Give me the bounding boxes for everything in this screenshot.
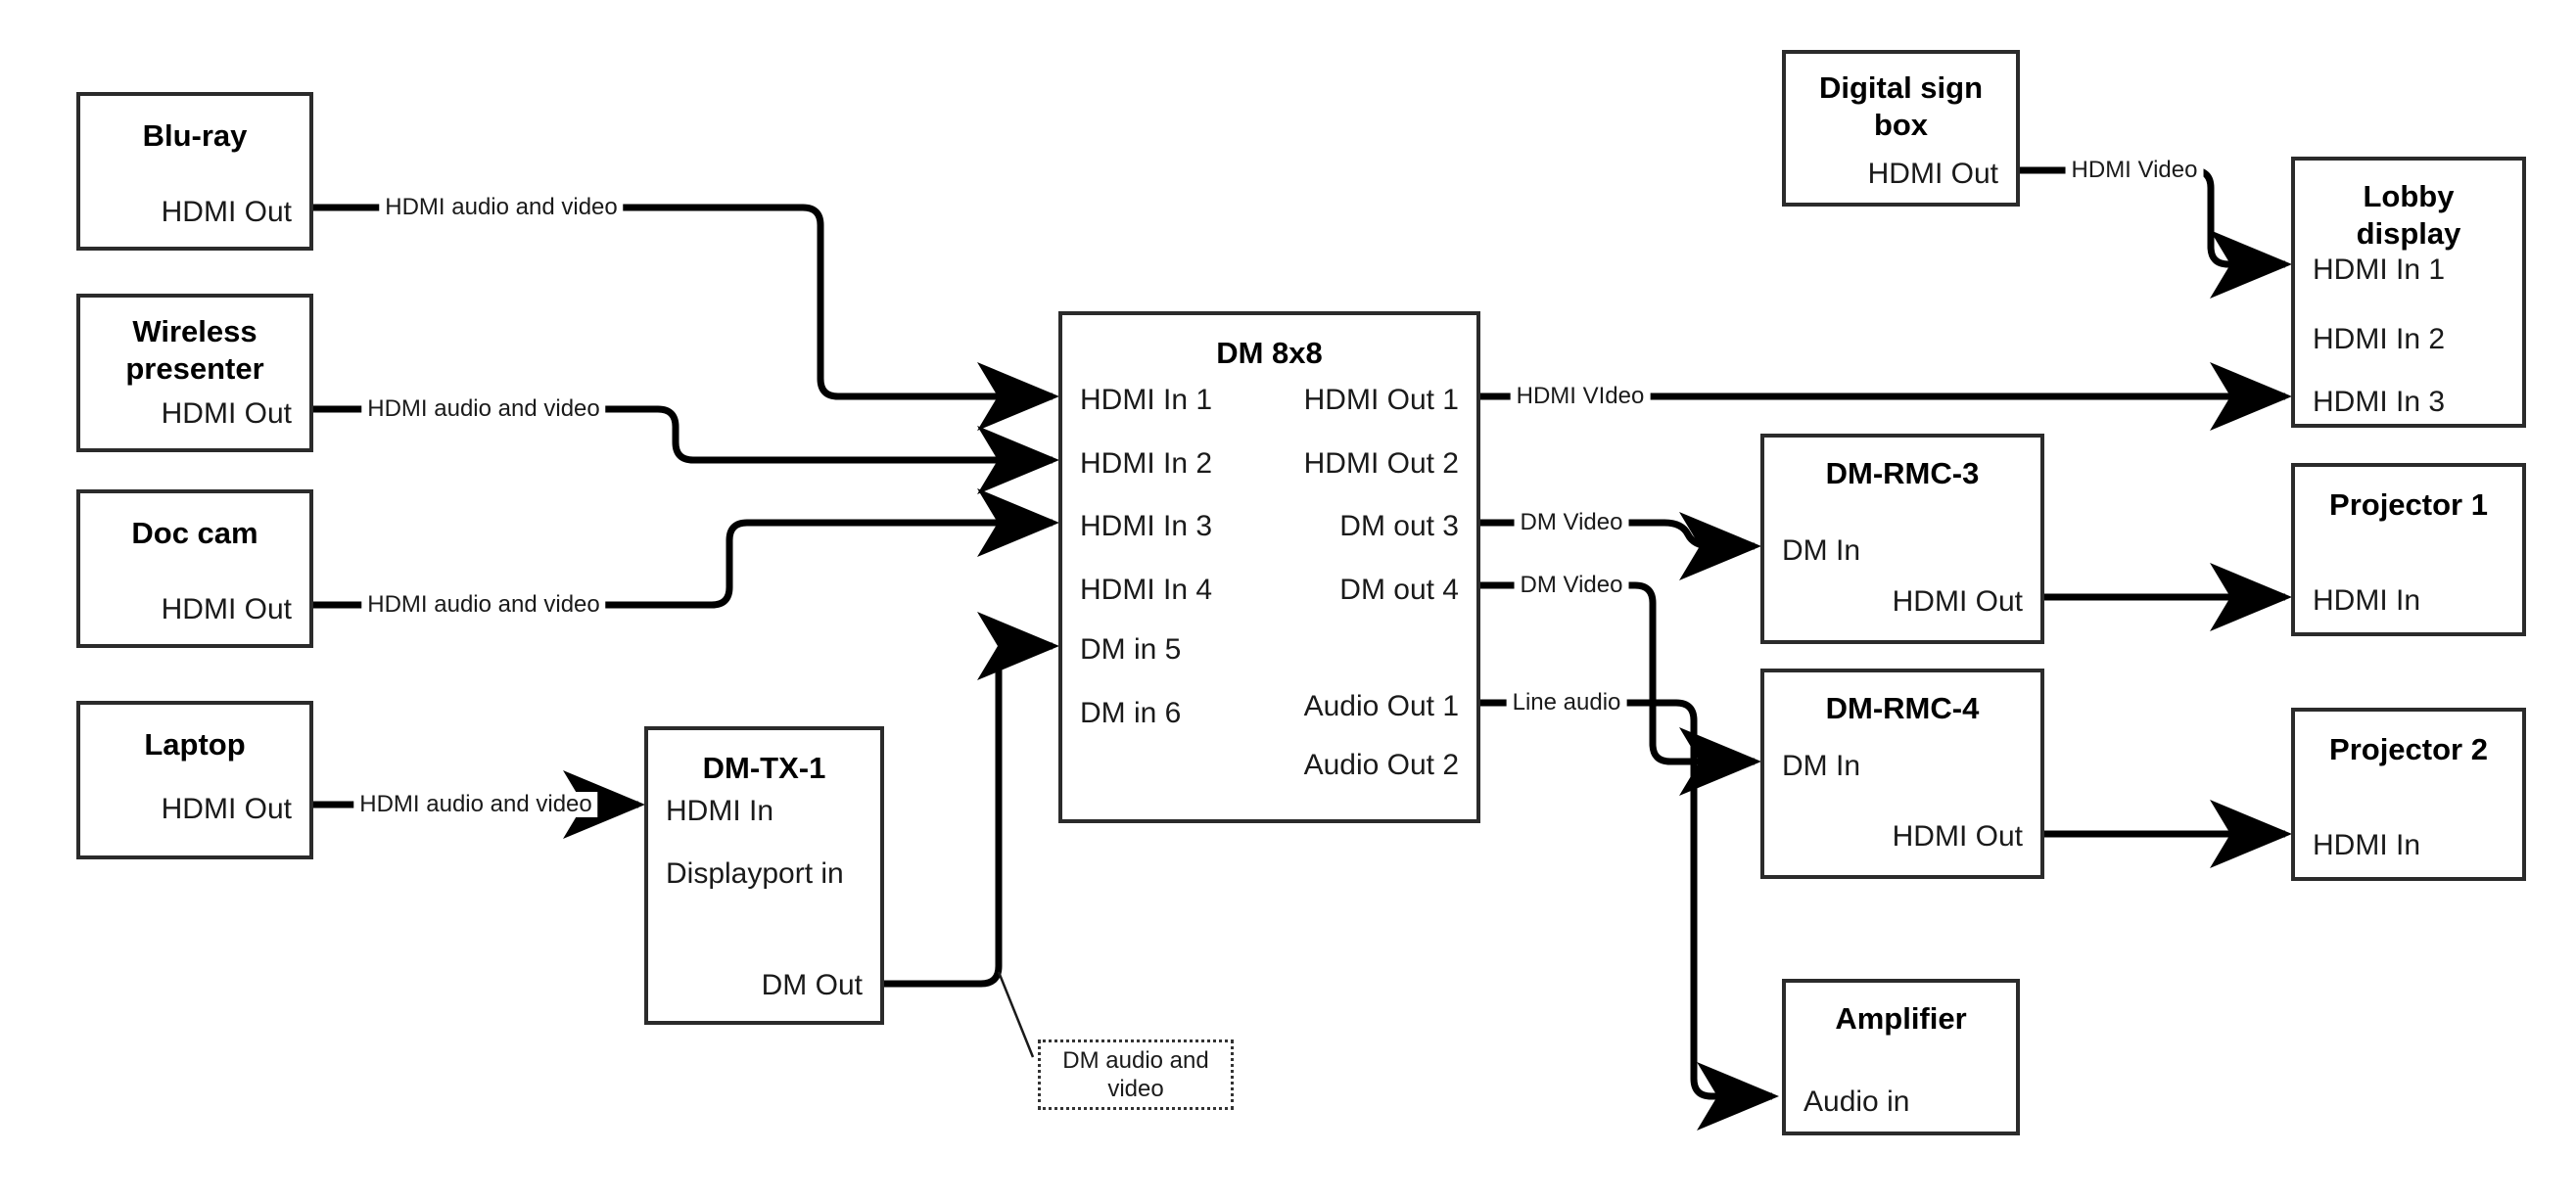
wire-label-bluray-to-dm: HDMI audio and video bbox=[379, 195, 624, 220]
port-dm-8x8-hdmi-in-3[interactable]: HDMI In 3 bbox=[1080, 510, 1213, 542]
node-dm-tx-1[interactable]: DM-TX-1 HDMI In Displayport in DM Out bbox=[644, 726, 884, 1025]
port-projector-1-hdmi-in[interactable]: HDMI In bbox=[2313, 584, 2421, 617]
node-title-dm-rmc-4: DM-RMC-4 bbox=[1825, 691, 1980, 725]
port-digital-sign-box-hdmi-out[interactable]: HDMI Out bbox=[1867, 158, 1998, 190]
port-dm-8x8-dm-out-3[interactable]: DM out 3 bbox=[1339, 510, 1459, 542]
node-projector-2[interactable]: Projector 2 HDMI In bbox=[2291, 708, 2526, 881]
port-wireless-presenter-hdmi-out[interactable]: HDMI Out bbox=[161, 397, 292, 430]
node-dm-rmc-4[interactable]: DM-RMC-4 DM In HDMI Out bbox=[1760, 669, 2044, 879]
wire-label-dm-out-4: DM Video bbox=[1514, 573, 1629, 598]
wire-label-dm-hdmi-out-1: HDMI VIdeo bbox=[1510, 384, 1651, 409]
node-title-projector-1: Projector 1 bbox=[2329, 487, 2488, 522]
wire-dm8x8-audioout1-to-amplifier bbox=[1480, 699, 1779, 1131]
port-dm-8x8-dm-in-5[interactable]: DM in 5 bbox=[1080, 633, 1182, 666]
wire-label-laptop-to-tx: HDMI audio and video bbox=[353, 792, 598, 817]
node-blu-ray[interactable]: Blu-ray HDMI Out bbox=[76, 92, 313, 251]
node-title-digital-sign-box: Digital sign box bbox=[1818, 70, 1984, 142]
node-title-wireless-presenter: Wireless presenter bbox=[125, 314, 264, 386]
port-dm-8x8-hdmi-out-1[interactable]: HDMI Out 1 bbox=[1303, 384, 1459, 416]
port-blu-ray-hdmi-out[interactable]: HDMI Out bbox=[161, 196, 292, 228]
node-dm-rmc-3[interactable]: DM-RMC-3 DM In HDMI Out bbox=[1760, 434, 2044, 644]
node-title-doc-cam: Doc cam bbox=[131, 516, 258, 550]
node-wireless-presenter[interactable]: Wireless presenter HDMI Out bbox=[76, 294, 313, 452]
port-lobby-display-hdmi-in-3[interactable]: HDMI In 3 bbox=[2313, 386, 2446, 418]
port-dm-8x8-hdmi-in-1[interactable]: HDMI In 1 bbox=[1080, 384, 1213, 416]
wire-signbox-to-lobby bbox=[2020, 166, 2292, 299]
wire-bluray-to-dm8x8 bbox=[313, 204, 1059, 431]
wire-dmtx1-to-dm8x8 bbox=[884, 612, 1059, 988]
node-lobby-display[interactable]: Lobby display HDMI In 1 HDMI In 2 HDMI I… bbox=[2291, 157, 2526, 428]
port-dm-8x8-hdmi-in-4[interactable]: HDMI In 4 bbox=[1080, 574, 1213, 606]
node-doc-cam[interactable]: Doc cam HDMI Out bbox=[76, 489, 313, 648]
node-digital-sign-box[interactable]: Digital sign box HDMI Out bbox=[1782, 50, 2020, 207]
port-dm-tx-1-hdmi-in[interactable]: HDMI In bbox=[666, 795, 774, 827]
port-projector-2-hdmi-in[interactable]: HDMI In bbox=[2313, 829, 2421, 861]
annotation-dm-audio-and-video: DM audio and video bbox=[1038, 1039, 1234, 1110]
port-dm-8x8-hdmi-in-2[interactable]: HDMI In 2 bbox=[1080, 447, 1213, 480]
port-lobby-display-hdmi-in-1[interactable]: HDMI In 1 bbox=[2313, 254, 2446, 286]
port-dm-tx-1-displayport-in[interactable]: Displayport in bbox=[666, 857, 844, 890]
node-title-dm-rmc-3: DM-RMC-3 bbox=[1825, 456, 1980, 490]
node-projector-1[interactable]: Projector 1 HDMI In bbox=[2291, 463, 2526, 636]
node-dm-8x8[interactable]: DM 8x8 HDMI In 1 HDMI In 2 HDMI In 3 HDM… bbox=[1058, 311, 1480, 823]
wire-dm8x8-dmout4-to-rmc4 bbox=[1480, 581, 1761, 796]
wire-label-sign-to-lobby: HDMI Video bbox=[2065, 158, 2204, 183]
port-doc-cam-hdmi-out[interactable]: HDMI Out bbox=[161, 593, 292, 625]
port-dm-8x8-dm-in-6[interactable]: DM in 6 bbox=[1080, 697, 1182, 729]
port-lobby-display-hdmi-in-2[interactable]: HDMI In 2 bbox=[2313, 323, 2446, 355]
node-title-laptop: Laptop bbox=[144, 727, 246, 762]
node-amplifier[interactable]: Amplifier Audio in bbox=[1782, 979, 2020, 1135]
node-title-dm-8x8: DM 8x8 bbox=[1216, 336, 1323, 370]
port-dm-8x8-audio-out-2[interactable]: Audio Out 2 bbox=[1303, 749, 1459, 781]
wire-label-doccam-to-dm: HDMI audio and video bbox=[361, 592, 606, 618]
leader-dm-audio-video-note bbox=[997, 971, 1035, 1058]
node-title-dm-tx-1: DM-TX-1 bbox=[702, 751, 826, 785]
port-laptop-hdmi-out[interactable]: HDMI Out bbox=[161, 793, 292, 825]
port-dm-8x8-audio-out-1[interactable]: Audio Out 1 bbox=[1303, 690, 1459, 722]
node-title-blu-ray: Blu-ray bbox=[142, 118, 248, 153]
wire-label-wireless-to-dm: HDMI audio and video bbox=[361, 396, 606, 422]
node-title-amplifier: Amplifier bbox=[1835, 1001, 1967, 1036]
port-dm-rmc-4-hdmi-out[interactable]: HDMI Out bbox=[1892, 820, 2023, 853]
port-amplifier-audio-in[interactable]: Audio in bbox=[1803, 1086, 1910, 1118]
port-dm-rmc-3-hdmi-out[interactable]: HDMI Out bbox=[1892, 585, 2023, 618]
port-dm-8x8-hdmi-out-2[interactable]: HDMI Out 2 bbox=[1303, 447, 1459, 480]
node-title-projector-2: Projector 2 bbox=[2329, 732, 2488, 766]
port-dm-rmc-4-dm-in[interactable]: DM In bbox=[1782, 750, 1861, 782]
node-title-lobby-display: Lobby display bbox=[2356, 179, 2461, 251]
wire-label-dm-out-3: DM Video bbox=[1514, 510, 1629, 535]
wire-label-dm-audio-out-1: Line audio bbox=[1506, 690, 1627, 716]
port-dm-rmc-3-dm-in[interactable]: DM In bbox=[1782, 534, 1861, 567]
port-dm-8x8-dm-out-4[interactable]: DM out 4 bbox=[1339, 574, 1459, 606]
port-dm-tx-1-dm-out[interactable]: DM Out bbox=[761, 969, 863, 1001]
node-laptop[interactable]: Laptop HDMI Out bbox=[76, 701, 313, 859]
